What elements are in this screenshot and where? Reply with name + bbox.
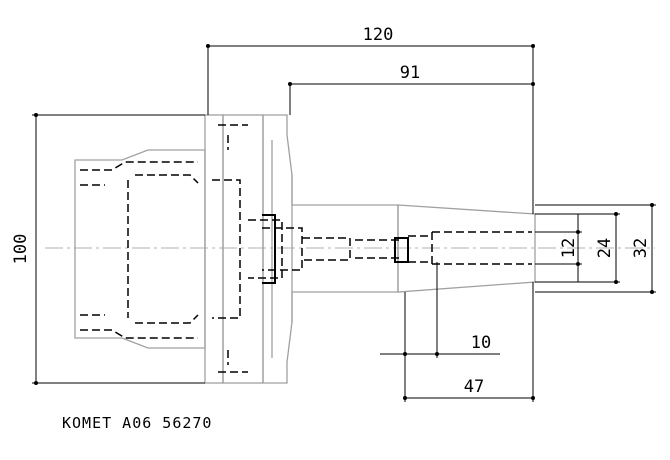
- tool-holder-outline: [74, 114, 536, 384]
- dim-shank-length: 91: [400, 63, 420, 83]
- hidden-lines: [80, 124, 532, 373]
- dim-collar-diameter: 24: [595, 238, 615, 258]
- dim-tip-diameter: 32: [631, 238, 651, 258]
- collet-detail: [262, 214, 409, 284]
- dim-flange-diameter: 100: [11, 234, 31, 265]
- drawing-caption: KOMET A06 56270: [62, 414, 212, 432]
- dim-clamp-length: 10: [471, 333, 491, 353]
- dimension-lines: [32, 45, 656, 402]
- dim-overall-length: 120: [363, 25, 394, 45]
- dim-bore-diameter: 12: [559, 238, 579, 258]
- dim-nose-length: 47: [464, 377, 484, 397]
- dimension-ticks: [34, 44, 654, 400]
